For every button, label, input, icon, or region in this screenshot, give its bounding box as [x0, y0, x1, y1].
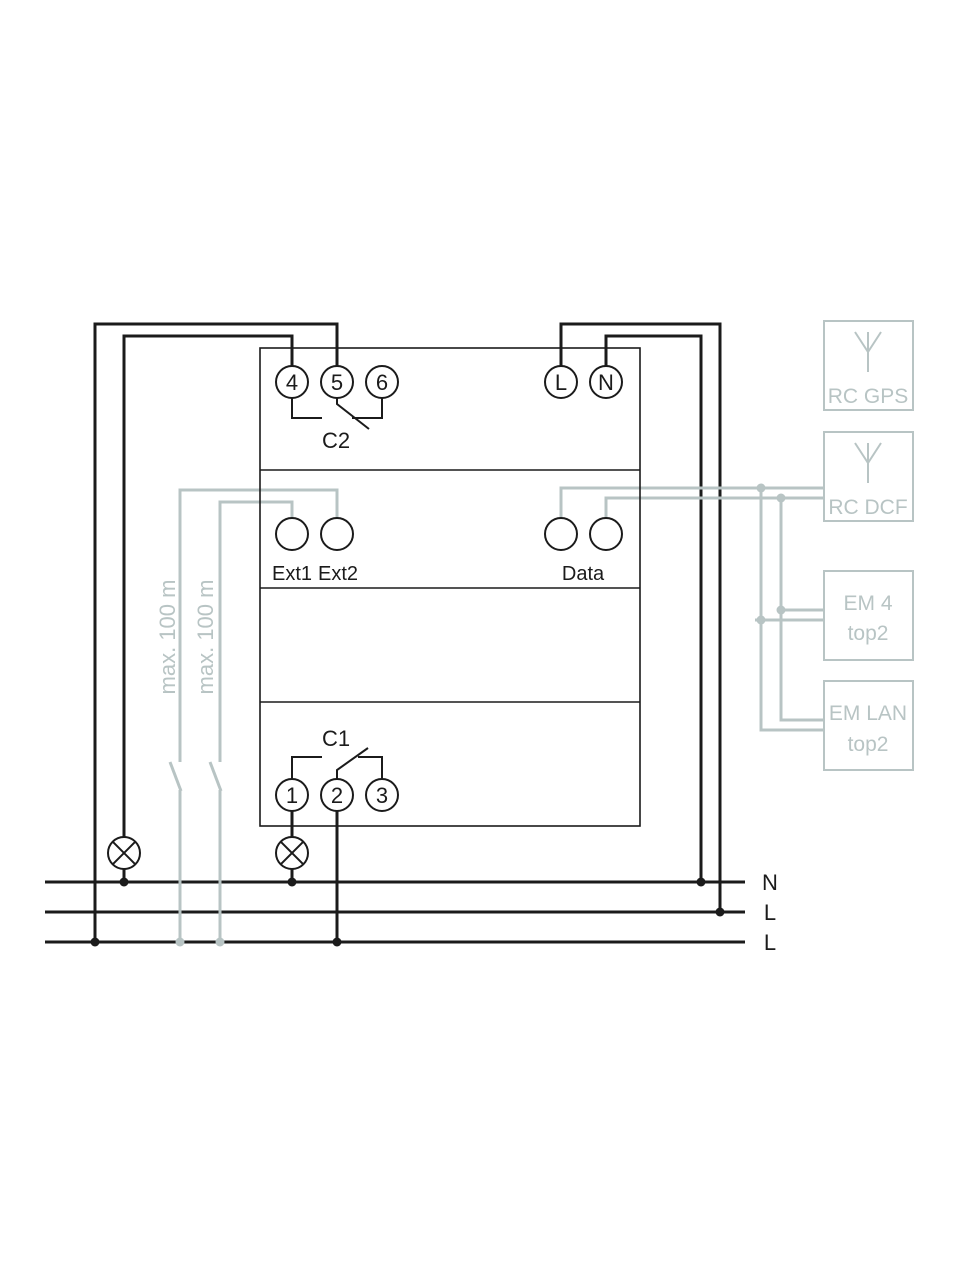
lamp-icon	[275, 836, 309, 870]
wire-data-a	[559, 486, 825, 518]
antenna-icon	[854, 442, 882, 483]
contact-c2-stub-4	[291, 398, 322, 419]
accessory-label: RC GPS	[828, 385, 909, 408]
device-housing	[259, 347, 641, 827]
accessory-label: RC DCF	[828, 496, 907, 519]
terminal-3: 3	[365, 778, 399, 812]
accessory-box	[823, 680, 914, 771]
accessory-em-lan: EM LAN top2	[823, 680, 914, 771]
bus-line-b	[779, 498, 825, 722]
mains-label-l2: L	[764, 930, 776, 955]
junction-dot	[287, 877, 297, 887]
input-label-ext2: Ext2	[318, 563, 358, 585]
accessory-label: top2	[848, 622, 889, 645]
junction-dot	[90, 937, 100, 947]
terminal-ext1	[275, 517, 309, 551]
contact-c2-blade	[336, 398, 370, 430]
mains-label-l1: L	[764, 900, 776, 925]
junction-dot	[332, 937, 342, 947]
contact-c1-blade	[336, 747, 369, 779]
power-wiring	[90, 322, 725, 947]
wire-l-to-terminal-5	[93, 322, 339, 942]
contact-c1-stub-1	[291, 756, 322, 779]
terminal-data-a	[544, 517, 578, 551]
contact-c2: C2	[291, 398, 383, 453]
junction-dot	[776, 605, 786, 615]
cable-length-note: max. 100 m	[155, 580, 180, 695]
terminal-label: 6	[376, 370, 388, 395]
terminal-1: 1	[275, 778, 309, 812]
contact-c2-stub-6	[352, 398, 383, 419]
wire-terminal-4-to-lamp	[122, 334, 294, 837]
mains-label-n: N	[762, 870, 778, 895]
wire-ext1-input	[218, 500, 294, 762]
wire-ext2-input	[178, 488, 339, 762]
lamp-icon	[107, 836, 141, 870]
data-label: Data	[562, 563, 605, 585]
junction-dot	[776, 493, 786, 503]
junction-dot	[756, 483, 766, 493]
terminal-label: 3	[376, 783, 388, 808]
mains-lines: N L L	[45, 870, 778, 955]
bus-line-a	[759, 488, 825, 732]
junction-dot	[175, 937, 185, 947]
antenna-icon	[854, 331, 882, 372]
signal-wiring	[168, 483, 825, 947]
accessory-rc-dcf: RC DCF	[823, 431, 914, 522]
wire-data-b	[604, 496, 825, 518]
contact-c2-label: C2	[322, 428, 350, 453]
terminal-l: L	[544, 365, 578, 399]
terminal-6: 6	[365, 365, 399, 399]
terminal-data-b	[589, 517, 623, 551]
junction-dot	[215, 937, 225, 947]
terminal-label: 1	[286, 783, 298, 808]
junction-dot	[756, 615, 766, 625]
accessory-box	[823, 570, 914, 661]
input-label-ext1: Ext1	[272, 563, 312, 585]
pushbutton-switch-ext2	[168, 761, 183, 792]
device: C2 4 5 6 L N Ext1 Ext2 Data	[259, 347, 641, 827]
wire-supply-l	[559, 322, 722, 912]
junction-dot	[119, 877, 129, 887]
contact-c1-stub-3	[358, 756, 383, 779]
terminal-ext2	[320, 517, 354, 551]
terminal-label: L	[555, 370, 567, 395]
terminal-4: 4	[275, 365, 309, 399]
terminal-2: 2	[320, 778, 354, 812]
accessory-label: EM 4	[843, 592, 892, 615]
terminal-n: N	[589, 365, 623, 399]
terminal-label: 2	[331, 783, 343, 808]
terminal-label: 5	[331, 370, 343, 395]
terminal-5: 5	[320, 365, 354, 399]
junction-dot	[715, 907, 725, 917]
accessory-em4: EM 4 top2	[823, 570, 914, 661]
accessory-label: EM LAN	[829, 702, 907, 725]
pushbutton-switch-ext1	[208, 761, 223, 792]
contact-c1-label: C1	[322, 726, 350, 751]
terminal-label: 4	[286, 370, 298, 395]
wire-supply-n	[604, 334, 703, 882]
terminal-label: N	[598, 370, 614, 395]
contact-c1: C1	[291, 726, 383, 779]
accessory-label: top2	[848, 733, 889, 756]
cable-length-note: max. 100 m	[193, 580, 218, 695]
junction-dot	[696, 877, 706, 887]
accessory-rc-gps: RC GPS	[823, 320, 914, 411]
